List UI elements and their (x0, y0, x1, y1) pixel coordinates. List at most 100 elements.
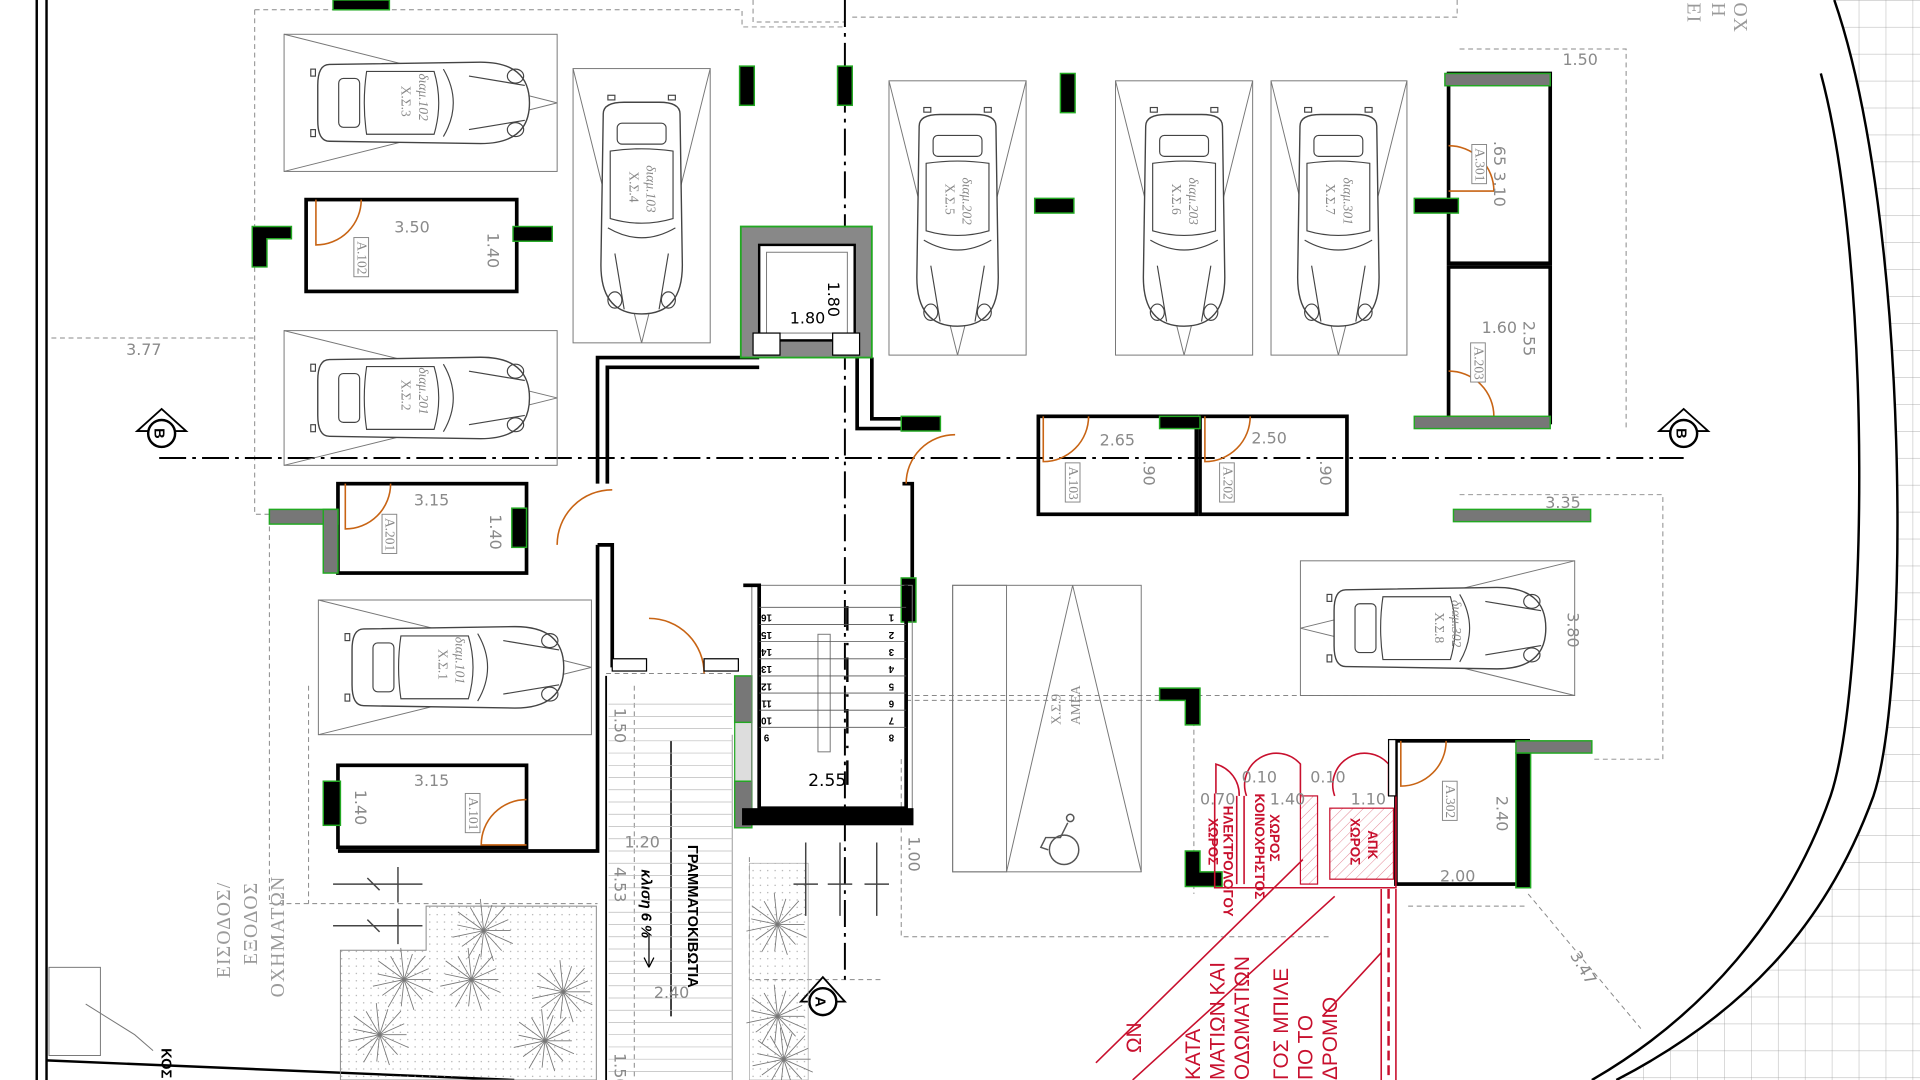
structural-columns (251, 0, 1593, 889)
plant-leaf (522, 1040, 546, 1057)
plant-leaf (757, 1040, 784, 1060)
svg-text:ΠΟ ΤΟ: ΠΟ ΤΟ (1295, 1015, 1318, 1080)
plant-leaf (403, 979, 415, 1011)
svg-text:Α.302: Α.302 (1443, 785, 1458, 818)
svg-text:Χ.Σ.3: Χ.Σ.3 (399, 86, 414, 117)
plant-leaf (777, 1016, 796, 1037)
plant-leaf (559, 960, 564, 992)
plant-leaf (755, 924, 778, 941)
svg-text:Χ.Σ.9: Χ.Σ.9 (1048, 694, 1063, 725)
plant-leaf (518, 1034, 545, 1042)
cut-label-bottom-left: ΚΟΣ (158, 1048, 174, 1078)
svg-text:1.40: 1.40 (483, 233, 502, 268)
plant-leaf (563, 980, 589, 993)
svg-text:διαμ.201: διαμ.201 (416, 367, 431, 414)
svg-text:ΗΛΕΚΤΡΟΛΟΓΟΥ: ΗΛΕΚΤΡΟΛΟΓΟΥ (1220, 806, 1235, 917)
stair-step-number: 6 (888, 697, 894, 708)
plant-leaf (560, 991, 564, 1019)
plant-leaf (403, 979, 434, 993)
svg-text:ΜΑΤΙΩΝ ΚΑΙ: ΜΑΤΙΩΝ ΚΑΙ (1206, 962, 1229, 1080)
plant-leaf (457, 911, 484, 931)
svg-text:1.00: 1.00 (905, 836, 924, 871)
plant-leaf (468, 979, 472, 1007)
plant-leaf (536, 985, 564, 993)
plant-leaf (755, 1015, 778, 1033)
svg-text:διαμ.101: διαμ.101 (453, 637, 468, 684)
svg-text:ΚΟΙΝΟΧΡΗΣΤΟΣ: ΚΟΙΝΟΧΡΗΣΤΟΣ (1252, 793, 1267, 899)
plant-leaf (763, 900, 778, 925)
parking-spot-5: Χ.Σ.5 διαμ.202 (888, 80, 1027, 356)
stair-step-number: 4 (888, 663, 894, 674)
plant-leaf (518, 1021, 546, 1042)
bicycle-icons (333, 842, 889, 945)
entry-label-1: ΕΙΣΟΔΟΣ/ (214, 882, 235, 979)
svg-text:Α.102: Α.102 (355, 241, 370, 274)
svg-text:1.50: 1.50 (611, 1053, 630, 1080)
plant-leaf (353, 1015, 380, 1036)
plant-leaf (471, 953, 481, 980)
stair-step-number: 11 (761, 697, 772, 708)
plant-leaf (455, 979, 472, 1008)
mailboxes-label: ΓΡΑΜΜΑΤΟΚΙΒΩΤΙΑ (684, 845, 700, 988)
plant-leaf (562, 967, 585, 993)
plant-leaf (400, 979, 405, 1007)
plant-leaf (751, 918, 778, 925)
plant-leaf (379, 1034, 409, 1049)
svg-text:Χ.Σ.7: Χ.Σ.7 (1323, 184, 1338, 215)
red-annotations: ΩΝ ΚΑΤΑ ΜΑΤΙΩΝ ΚΑΙ ΟΔΩΜΑΤΙΩΝ ΓΟΣ ΜΠΙΛΕ Π… (1123, 956, 1342, 1080)
parking-spot-8: Χ.Σ.8 διαμ.302 (1299, 560, 1576, 696)
svg-text:3.47: 3.47 (1566, 948, 1600, 988)
plant-leaf (483, 906, 506, 931)
plant-leaf (440, 979, 472, 987)
svg-text:3.80: 3.80 (1563, 612, 1582, 647)
svg-text:Α.301: Α.301 (1473, 148, 1488, 181)
plant-leaf (483, 904, 493, 931)
plant-leaf (751, 997, 778, 1017)
stair-step-number: 14 (761, 646, 772, 657)
svg-text:2.55: 2.55 (808, 771, 846, 791)
storage-room-a302: Α.302 2.40 2.00 (1394, 738, 1530, 886)
plant-leaf (777, 898, 787, 925)
plant-leaf (751, 1010, 778, 1017)
plant-leaf (348, 1034, 380, 1042)
plant-leaf (563, 991, 593, 1006)
svg-text:1.50: 1.50 (1562, 50, 1597, 69)
svg-text:0.10: 0.10 (1310, 767, 1345, 786)
plant-leaf (771, 1058, 785, 1080)
svg-text:ΧΩΡΟΣ: ΧΩΡΟΣ (1348, 818, 1363, 865)
svg-text:1.40: 1.40 (351, 790, 370, 825)
plant-leaf (471, 979, 490, 1000)
svg-text:.90: .90 (1316, 460, 1335, 485)
plant-leaf (544, 1040, 556, 1072)
service-rooms: ΧΩΡΟΣ ΗΛΕΚΤΡΟΛΟΓΟΥ ΚΟΙΝΟΧΡΗΣΤΟΣ ΧΩΡΟΣ ΧΩ… (1095, 738, 1397, 1080)
plant-leaf (546, 991, 564, 1020)
plant-leaf (379, 1010, 402, 1035)
svg-text:Χ.Σ.2: Χ.Σ.2 (399, 380, 414, 411)
plant-leaf (467, 947, 472, 980)
storage-room-a201: Α.201 3.15 1.40 (336, 481, 529, 575)
svg-text:0.10: 0.10 (1242, 767, 1277, 786)
plant-leaf (471, 979, 482, 1011)
plant-leaf (541, 1040, 546, 1068)
planter (339, 862, 813, 1080)
plant-leaf (752, 1058, 784, 1067)
svg-text:ΓΟΣ ΜΠΙΛΕ: ΓΟΣ ΜΠΙΛΕ (1270, 968, 1293, 1080)
svg-text:διαμ.302: διαμ.302 (1449, 600, 1464, 648)
svg-text:1.80: 1.80 (824, 282, 843, 317)
plant-leaf (365, 1011, 380, 1035)
plant-leaf (549, 968, 564, 993)
plant-leaf (783, 1047, 809, 1060)
plant-leaf (761, 924, 778, 953)
svg-text:2.40: 2.40 (1492, 796, 1511, 831)
plant-leaf (544, 1016, 567, 1042)
plant-leaf (480, 930, 485, 958)
plant-leaf (777, 1016, 788, 1047)
section-marker-b-left: B (134, 407, 189, 449)
plant-leaf (562, 991, 574, 1023)
cut-label-1: ΕΙ (1682, 2, 1703, 23)
plant-leaf (377, 973, 405, 981)
plant-leaf (471, 979, 501, 993)
svg-text:ΟΔΩΜΑΤΙΩΝ: ΟΔΩΜΑΤΙΩΝ (1231, 956, 1254, 1080)
plant-leaf (777, 913, 803, 925)
